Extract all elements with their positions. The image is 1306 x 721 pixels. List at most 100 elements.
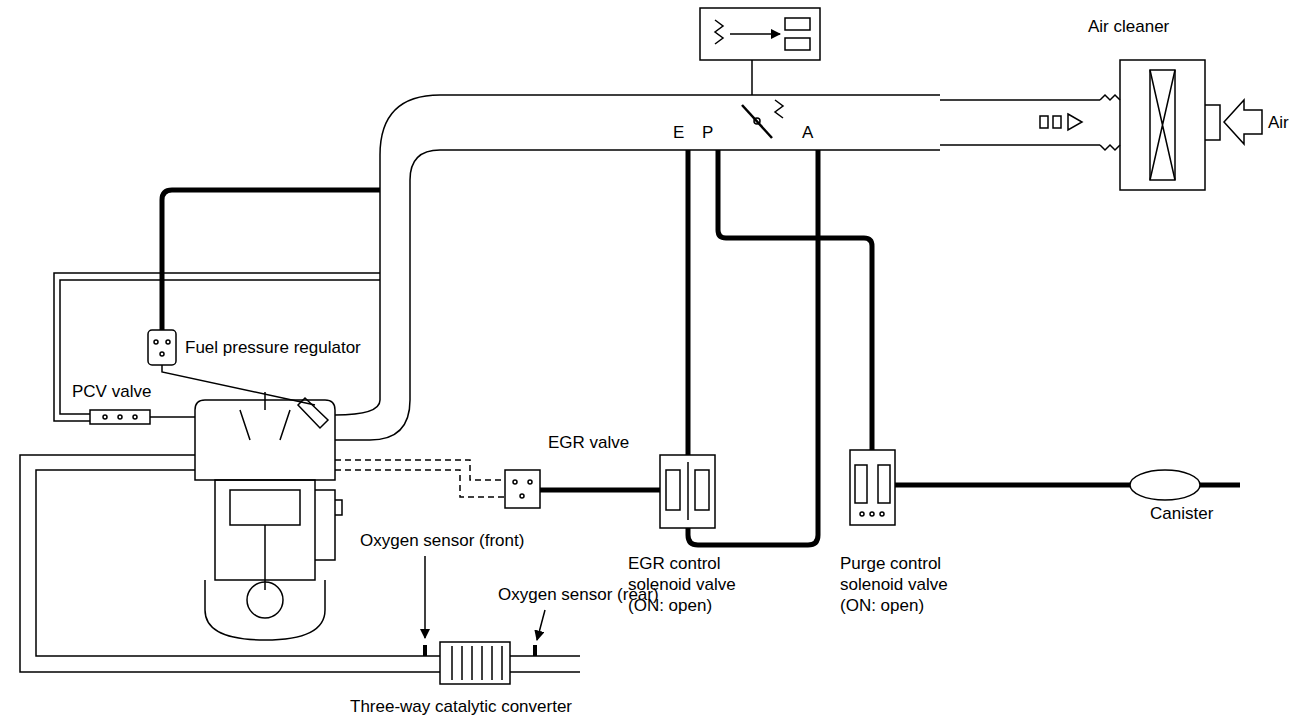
air-duct	[1100, 95, 1120, 150]
intake-pipe	[335, 150, 940, 440]
purge-control-solenoid	[880, 512, 884, 516]
pcv-valve	[90, 410, 195, 424]
part-name: Canister	[1150, 503, 1213, 524]
catalytic-converter	[440, 642, 510, 684]
purge-control-solenoid	[850, 450, 895, 525]
intake-pipe	[335, 95, 940, 415]
purge-control-solenoid	[870, 512, 874, 516]
leader-line	[424, 556, 426, 638]
port-name: E	[673, 122, 684, 143]
egr-control-solenoid	[666, 470, 680, 510]
part-name: Oxygen sensor (rear)	[498, 584, 659, 605]
egr-valve	[520, 494, 524, 498]
intake-pipe	[335, 95, 940, 440]
canister	[1130, 470, 1200, 500]
engine	[230, 490, 300, 525]
engine	[195, 400, 335, 480]
air-duct	[940, 95, 1120, 150]
air-flow-arrow	[1224, 100, 1262, 144]
air-duct	[1068, 114, 1082, 130]
engine	[205, 580, 325, 640]
air-cleaner-box	[1150, 70, 1175, 180]
flow-label: Air	[1268, 112, 1289, 133]
purge-control-solenoid	[850, 450, 895, 525]
oxygen-sensor	[533, 645, 537, 656]
oxygen-sensor	[425, 645, 535, 656]
air-cleaner-box	[1120, 60, 1220, 190]
engine	[240, 392, 290, 440]
vacuum-hose	[162, 190, 380, 330]
exhaust-pipe	[20, 455, 580, 672]
pcv-valve	[118, 415, 122, 419]
air-duct	[1053, 116, 1061, 128]
part-name: Fuel pressure regulator	[185, 337, 361, 358]
vacuum-hose	[162, 150, 1240, 545]
egr-valve	[513, 480, 517, 484]
throttle-body	[754, 118, 760, 124]
fuel-pressure-regulator	[154, 340, 158, 344]
catalytic-converter	[452, 646, 502, 680]
air-cleaner-box	[1150, 70, 1175, 180]
engine	[264, 525, 266, 590]
throttle-body	[730, 33, 780, 35]
vacuum-hose	[688, 150, 818, 545]
egr-control-solenoid	[660, 455, 715, 528]
part-name: EGR control solenoid valve (ON: open)	[628, 553, 753, 616]
exhaust-pipe	[36, 470, 440, 656]
catalytic-converter	[440, 642, 510, 684]
fuel-pressure-regulator	[162, 365, 315, 405]
throttle-body	[775, 100, 783, 118]
pcv-valve	[133, 415, 137, 419]
purge-control-solenoid	[860, 512, 864, 516]
fuel-pressure-regulator	[160, 352, 164, 356]
throttle-body	[700, 8, 820, 60]
engine	[247, 582, 283, 618]
leader-line	[537, 610, 545, 640]
purge-control-solenoid	[855, 465, 867, 503]
throttle-body	[742, 105, 772, 138]
part-name: Oxygen sensor (front)	[360, 530, 524, 551]
pcv-valve	[150, 416, 195, 418]
egr-control-solenoid	[687, 462, 689, 520]
part-name: Three-way catalytic converter	[350, 696, 572, 717]
pcv-hose	[60, 280, 380, 414]
port-name: P	[702, 122, 713, 143]
vacuum-hose	[686, 150, 691, 455]
part-name: Purge control solenoid valve (ON: open)	[840, 553, 965, 616]
throttle-body	[785, 38, 810, 50]
throttle-body	[785, 18, 810, 30]
fuel-pressure-regulator	[148, 330, 176, 365]
egr-passage	[335, 470, 505, 497]
fuel-pressure-regulator	[166, 340, 170, 344]
pcv-valve	[103, 415, 107, 419]
canister	[1130, 470, 1200, 500]
air-cleaner-box	[1120, 60, 1205, 190]
throttle-body	[751, 60, 753, 95]
part-name: Air cleaner	[1088, 16, 1169, 37]
engine	[195, 392, 342, 640]
engine-illustration	[20, 8, 1262, 684]
vacuum-hose	[540, 488, 660, 493]
vacuum-hose	[895, 483, 1240, 488]
egr-control-solenoid	[660, 455, 715, 528]
purge-control-solenoid	[878, 465, 890, 503]
throttle-body	[715, 20, 723, 44]
egr-valve	[505, 470, 540, 508]
engine	[315, 490, 342, 560]
engine	[298, 398, 328, 428]
oxygen-sensor	[423, 645, 427, 656]
throttle-body	[700, 8, 820, 138]
air-duct	[940, 100, 1100, 145]
pcv-hose	[54, 273, 380, 421]
egr-valve	[528, 480, 532, 484]
egr-control-solenoid	[695, 470, 709, 510]
air-flow-arrow	[1224, 100, 1262, 144]
part-name: EGR valve	[548, 432, 629, 453]
egr-passage	[335, 460, 505, 497]
port-name: A	[802, 122, 813, 143]
part-name: PCV valve	[72, 381, 151, 402]
exhaust-pipe	[20, 455, 440, 672]
air-duct	[1040, 116, 1048, 128]
air-cleaner-box	[1205, 105, 1220, 140]
